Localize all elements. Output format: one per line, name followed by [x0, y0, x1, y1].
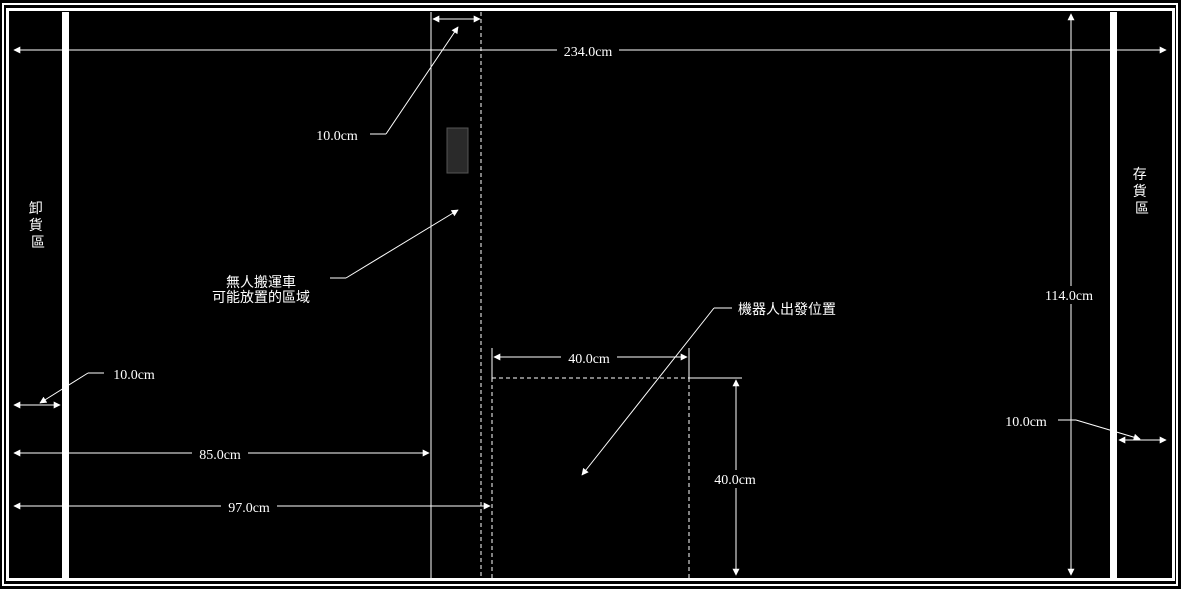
storage-zone-char-1: 存 — [1133, 167, 1147, 183]
unload-zone-char-3: 區 — [31, 235, 45, 251]
dim-left-wall-label: 10.0cm — [113, 368, 155, 383]
dim-right-wall-label: 10.0cm — [1005, 415, 1047, 430]
dim-97-label: 97.0cm — [228, 501, 270, 516]
dim-total-width-label: 234.0cm — [564, 45, 613, 60]
dim-left-wall-leader-arrow — [39, 372, 89, 404]
outer-border — [2, 3, 1178, 586]
agv-block — [446, 127, 469, 174]
storage-zone-char-2: 貨 — [1133, 183, 1147, 200]
dim-total-height-label: 114.0cm — [1045, 289, 1093, 304]
dim-right-wall-leader-arrow — [1075, 419, 1141, 441]
dim-lane-leader-arrow — [385, 26, 459, 135]
field-border — [6, 8, 1175, 581]
unload-zone-label: 卸 貨 區 — [29, 201, 47, 251]
robot-start-label: 機器人出發位置 — [738, 302, 836, 318]
dim-start-width-label: 40.0cm — [568, 352, 610, 367]
storage-zone-char-3: 區 — [1135, 201, 1149, 217]
agv-area-label-line2: 可能放置的區域 — [212, 290, 310, 306]
dim-start-height-label: 40.0cm — [714, 473, 756, 488]
left-wall — [62, 12, 69, 578]
right-wall — [1110, 12, 1117, 578]
dim-85-label: 85.0cm — [199, 448, 241, 463]
robot-start-leader-arrow — [581, 307, 715, 476]
agv-area-label-line1: 無人搬運車 — [226, 274, 296, 291]
unload-zone-char-2: 貨 — [29, 217, 43, 234]
agv-leader-arrow — [345, 209, 459, 279]
unload-zone-char-1: 卸 — [29, 201, 43, 217]
storage-zone-label: 存 貨 區 — [1133, 167, 1151, 217]
dim-lane-width-label: 10.0cm — [316, 129, 358, 144]
